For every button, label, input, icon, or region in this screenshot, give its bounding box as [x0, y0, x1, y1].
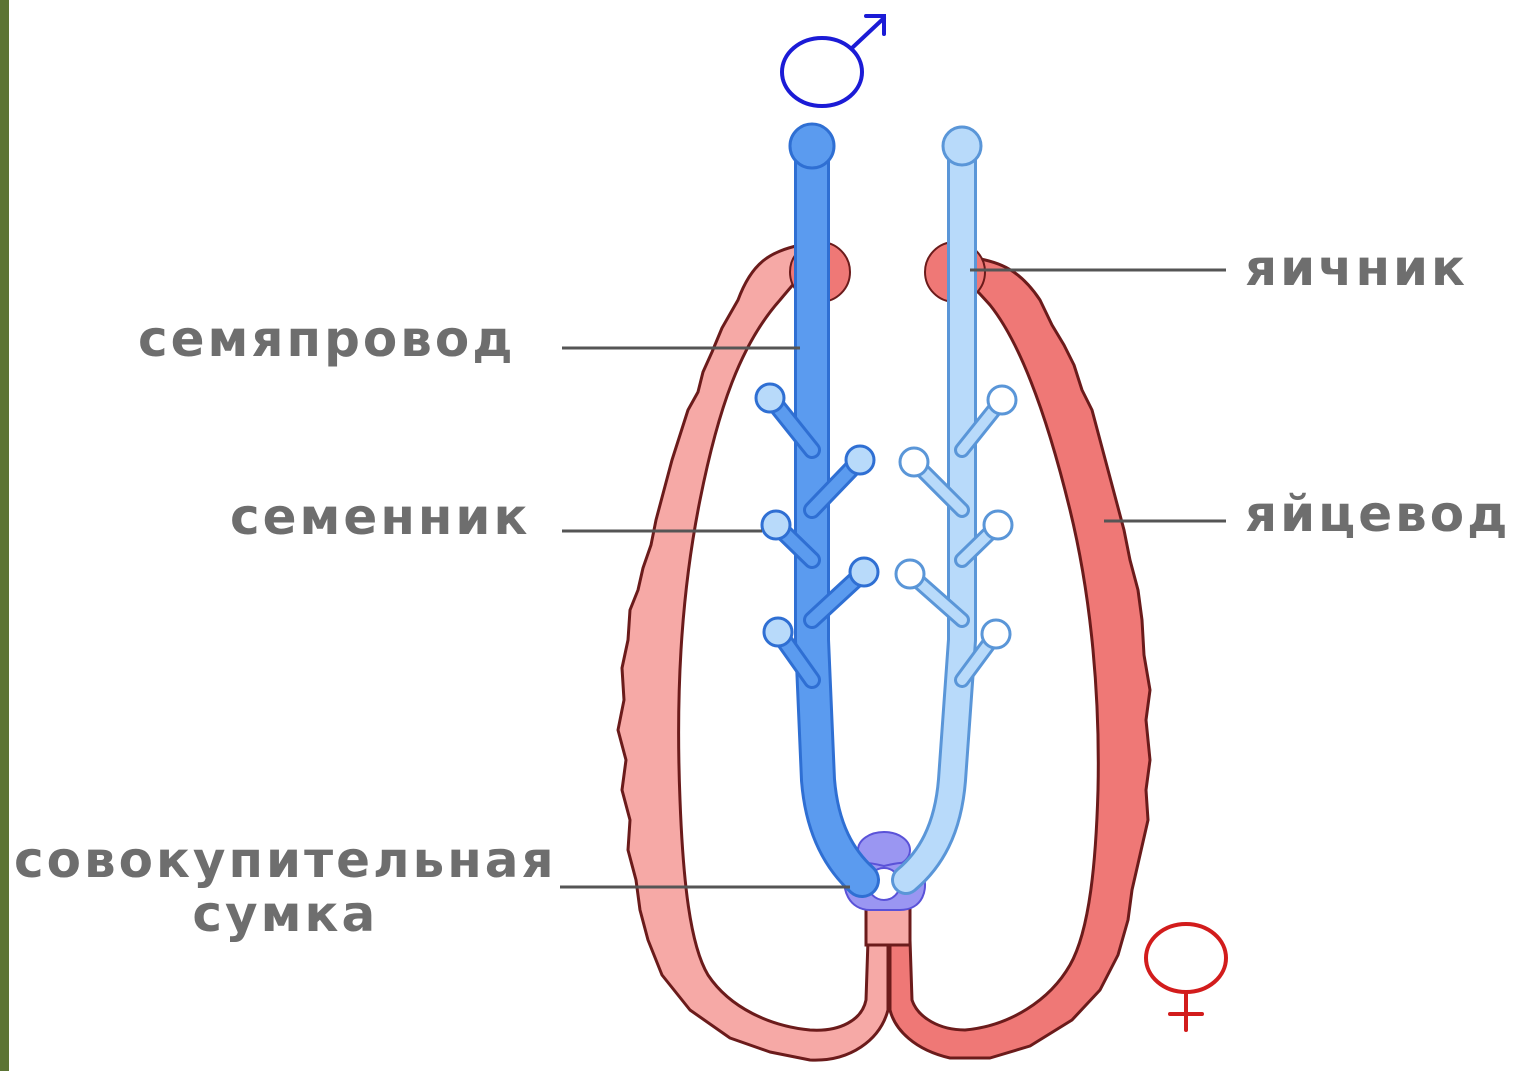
left-body-tube [618, 245, 888, 1060]
label-copulatory-bag-line1: совокупительная [14, 833, 557, 887]
female-symbol-icon [1146, 924, 1226, 1030]
label-oviduct: яйцевод [1245, 487, 1510, 541]
label-vas-deferens: семяпровод [138, 312, 516, 366]
right-body-tube [890, 258, 1150, 1058]
label-copulatory-bag: совокупительная сумка [14, 833, 557, 941]
female-duct-top-knob [943, 127, 981, 165]
label-testis: семенник [230, 490, 530, 544]
male-symbol-icon [782, 16, 884, 106]
male-duct-top-knob [790, 124, 834, 168]
label-ovary: яичник [1245, 241, 1468, 295]
label-copulatory-bag-line2: сумка [14, 887, 557, 941]
